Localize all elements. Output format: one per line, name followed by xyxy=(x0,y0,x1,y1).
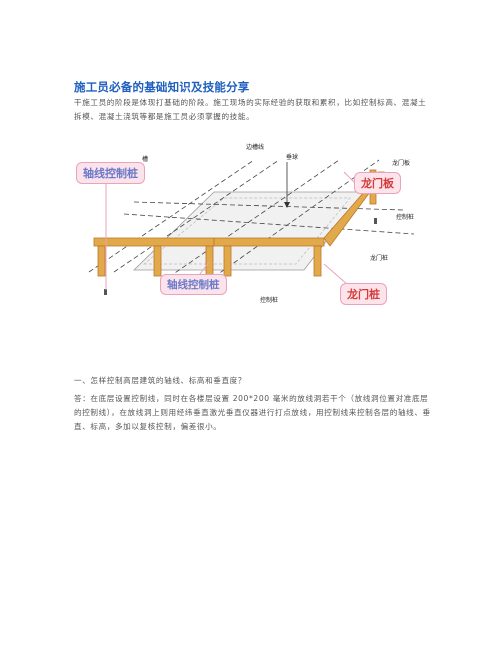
label-control-pile-bottom: 控制桩 xyxy=(260,297,279,304)
control-pile-marker xyxy=(374,218,377,224)
callout-batter-board: 龙门板 xyxy=(354,172,401,194)
batter-post xyxy=(97,245,106,277)
control-pile-marker xyxy=(104,289,107,295)
axis-line xyxy=(133,201,405,211)
batter-post xyxy=(313,245,322,277)
intro-paragraph: 干施工员的阶段是体现打基础的阶段。施工现场的实际经验的获取和累积，比如控制标高、… xyxy=(74,98,427,121)
batter-board-left xyxy=(93,237,215,247)
batter-board-middle xyxy=(213,237,325,247)
axis-line xyxy=(113,159,280,273)
callout-axis-control-pile-top: 轴线控制桩 xyxy=(76,162,145,184)
batter-post xyxy=(223,245,232,277)
construction-diagram: 轴线控制桩 龙门板 轴线控制桩 龙门桩 边槽线 槽 垂球 龙门板 控制桩 龙门桩… xyxy=(74,144,434,312)
label-batter-board-small: 龙门板 xyxy=(392,160,411,167)
plumb-bob xyxy=(284,202,290,208)
groove-inner-outline xyxy=(143,197,351,265)
label-batter-post-small: 龙门桩 xyxy=(370,255,389,262)
document-title: 施工员必备的基础知识及技能分享 xyxy=(74,80,250,94)
label-groove: 槽 xyxy=(142,156,149,163)
callout-axis-control-pile-bottom: 轴线控制桩 xyxy=(160,274,227,295)
label-control-pile-right: 控制桩 xyxy=(396,214,415,221)
axis-line xyxy=(88,159,255,273)
batter-post xyxy=(153,245,162,277)
axis-line xyxy=(123,213,415,235)
foundation-groove xyxy=(133,191,365,271)
label-edge-control-line: 边槽线 xyxy=(246,144,265,151)
answer-paragraph: 答：在底层设置控制线，同时在各楼层设置 200*200 毫米的放线洞若干个（放线… xyxy=(74,394,431,431)
label-plumb: 垂球 xyxy=(286,154,299,161)
callout-batter-post: 龙门桩 xyxy=(340,283,387,305)
question-heading: 一、怎样控制高层建筑的轴线、标高和垂直度？ xyxy=(74,376,247,385)
batter-board-illustration xyxy=(88,159,415,295)
batter-post xyxy=(205,245,214,277)
axis-line xyxy=(168,159,340,278)
